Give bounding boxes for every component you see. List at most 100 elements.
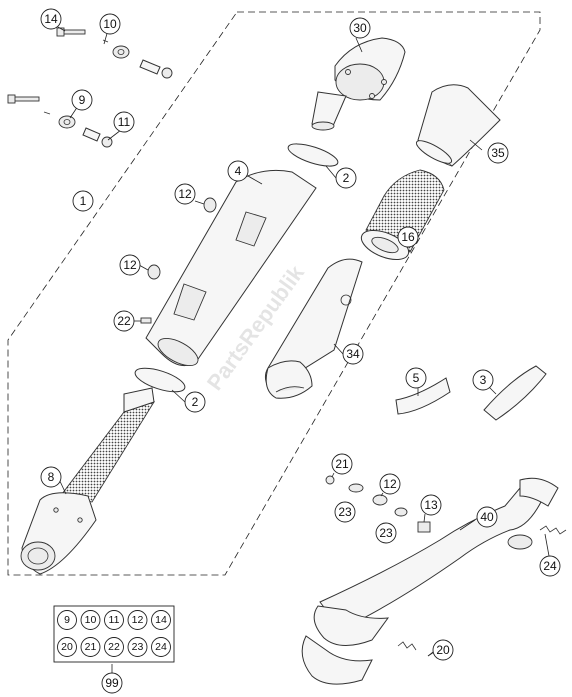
svg-text:23: 23: [379, 526, 393, 540]
svg-text:22: 22: [117, 314, 131, 328]
callout-2-lower: 2: [184, 391, 206, 413]
callout-1: 1: [72, 190, 94, 212]
callout-34: 34: [342, 343, 364, 365]
svg-text:10: 10: [85, 614, 97, 626]
svg-text:20: 20: [61, 641, 73, 653]
rubber-grommet-lower: [58, 115, 76, 129]
rubber-grommet-upper: [112, 45, 130, 59]
svg-text:4: 4: [235, 164, 242, 178]
sleeve-seal: [415, 140, 453, 164]
nut-lower: [101, 136, 113, 148]
svg-text:9: 9: [64, 614, 70, 626]
callout-2-upper: 2: [335, 167, 357, 189]
callout-12-a: 12: [174, 183, 196, 205]
svg-text:21: 21: [85, 641, 97, 653]
svg-text:22: 22: [108, 641, 120, 653]
kit-item-9: 9: [57, 610, 77, 630]
svg-text:23: 23: [338, 505, 352, 519]
svg-text:20: 20: [436, 643, 450, 657]
bushing-lower: [82, 127, 101, 142]
svg-text:12: 12: [123, 258, 137, 272]
kit-item-23: 23: [127, 637, 148, 657]
callout-23-b: 23: [375, 522, 397, 544]
callout-3: 3: [472, 369, 494, 391]
svg-text:23: 23: [132, 641, 144, 653]
svg-text:40: 40: [480, 510, 494, 524]
svg-text:9: 9: [79, 93, 86, 107]
svg-text:12: 12: [178, 187, 192, 201]
svg-text:21: 21: [335, 457, 349, 471]
gasket-lower: [134, 367, 186, 393]
callout-9: 9: [71, 89, 93, 111]
end-cap-tube: [311, 91, 347, 131]
svg-text:99: 99: [105, 676, 119, 690]
callout-5: 5: [405, 367, 427, 389]
callout-22: 22: [113, 310, 135, 332]
fastener-stack: [325, 475, 431, 533]
callout-30: 30: [349, 17, 371, 39]
svg-text:2: 2: [192, 395, 199, 409]
svg-text:12: 12: [132, 614, 144, 626]
svg-text:14: 14: [44, 12, 58, 26]
nut-upper: [161, 67, 173, 79]
callout-13: 13: [420, 494, 442, 516]
callout-24: 24: [539, 555, 561, 577]
callout-14: 14: [40, 8, 62, 30]
svg-text:2: 2: [343, 171, 350, 185]
callout-12-b: 12: [119, 254, 141, 276]
kit-item-12: 12: [127, 610, 148, 630]
svg-text:11: 11: [109, 614, 120, 626]
svg-text:11: 11: [118, 115, 131, 129]
kit-item-20: 20: [57, 637, 77, 657]
pin-small: [102, 39, 109, 43]
svg-text:12: 12: [383, 477, 397, 491]
pin-small-lower: [43, 111, 51, 115]
callout-12-c: 12: [379, 473, 401, 495]
callout-20: 20: [432, 639, 454, 661]
callout-40: 40: [476, 506, 498, 528]
callout-99: 99: [101, 672, 123, 694]
svg-text:1: 1: [80, 194, 87, 208]
callout-8: 8: [40, 466, 62, 488]
svg-text:10: 10: [103, 17, 117, 31]
kit-item-21: 21: [80, 637, 101, 657]
svg-text:8: 8: [48, 470, 55, 484]
silencer-outer-shell: [264, 258, 363, 399]
svg-text:14: 14: [155, 614, 167, 626]
kit-item-14: 14: [151, 610, 171, 630]
kit-item-22: 22: [104, 637, 124, 657]
spring-20a: [397, 641, 417, 651]
callout-11: 11: [113, 111, 135, 133]
assembly-outline: [7, 11, 541, 576]
callout-10: 10: [99, 13, 121, 35]
rivet-22: [140, 317, 152, 324]
perforated-insert: [360, 169, 445, 261]
svg-text:5: 5: [413, 371, 420, 385]
front-pipe-insert: [20, 387, 156, 575]
gasket-upper: [287, 143, 339, 167]
callout-21: 21: [331, 453, 353, 475]
svg-text:3: 3: [480, 373, 487, 387]
kit-item-24: 24: [151, 637, 171, 657]
svg-text:16: 16: [401, 230, 415, 244]
svg-text:24: 24: [155, 641, 167, 653]
callout-4: 4: [227, 160, 249, 182]
svg-text:30: 30: [353, 21, 367, 35]
kit-box: 9 10 11 12 14 20 21 22 23 24: [53, 605, 175, 663]
kit-item-10: 10: [80, 610, 101, 630]
callout-16: 16: [397, 226, 419, 248]
bushing-upper: [139, 59, 161, 75]
kit-item-11: 11: [104, 610, 124, 630]
bolt-lower: [7, 94, 40, 104]
callout-23-a: 23: [334, 501, 356, 523]
svg-text:24: 24: [543, 559, 557, 573]
svg-text:35: 35: [491, 146, 505, 160]
mount-grommet-a: [203, 197, 217, 213]
end-cap: [334, 37, 406, 101]
svg-text:34: 34: [346, 347, 360, 361]
heat-shield: [483, 365, 547, 421]
svg-text:13: 13: [424, 498, 438, 512]
clamp-bracket: [395, 377, 451, 415]
spring-24: [539, 525, 567, 535]
